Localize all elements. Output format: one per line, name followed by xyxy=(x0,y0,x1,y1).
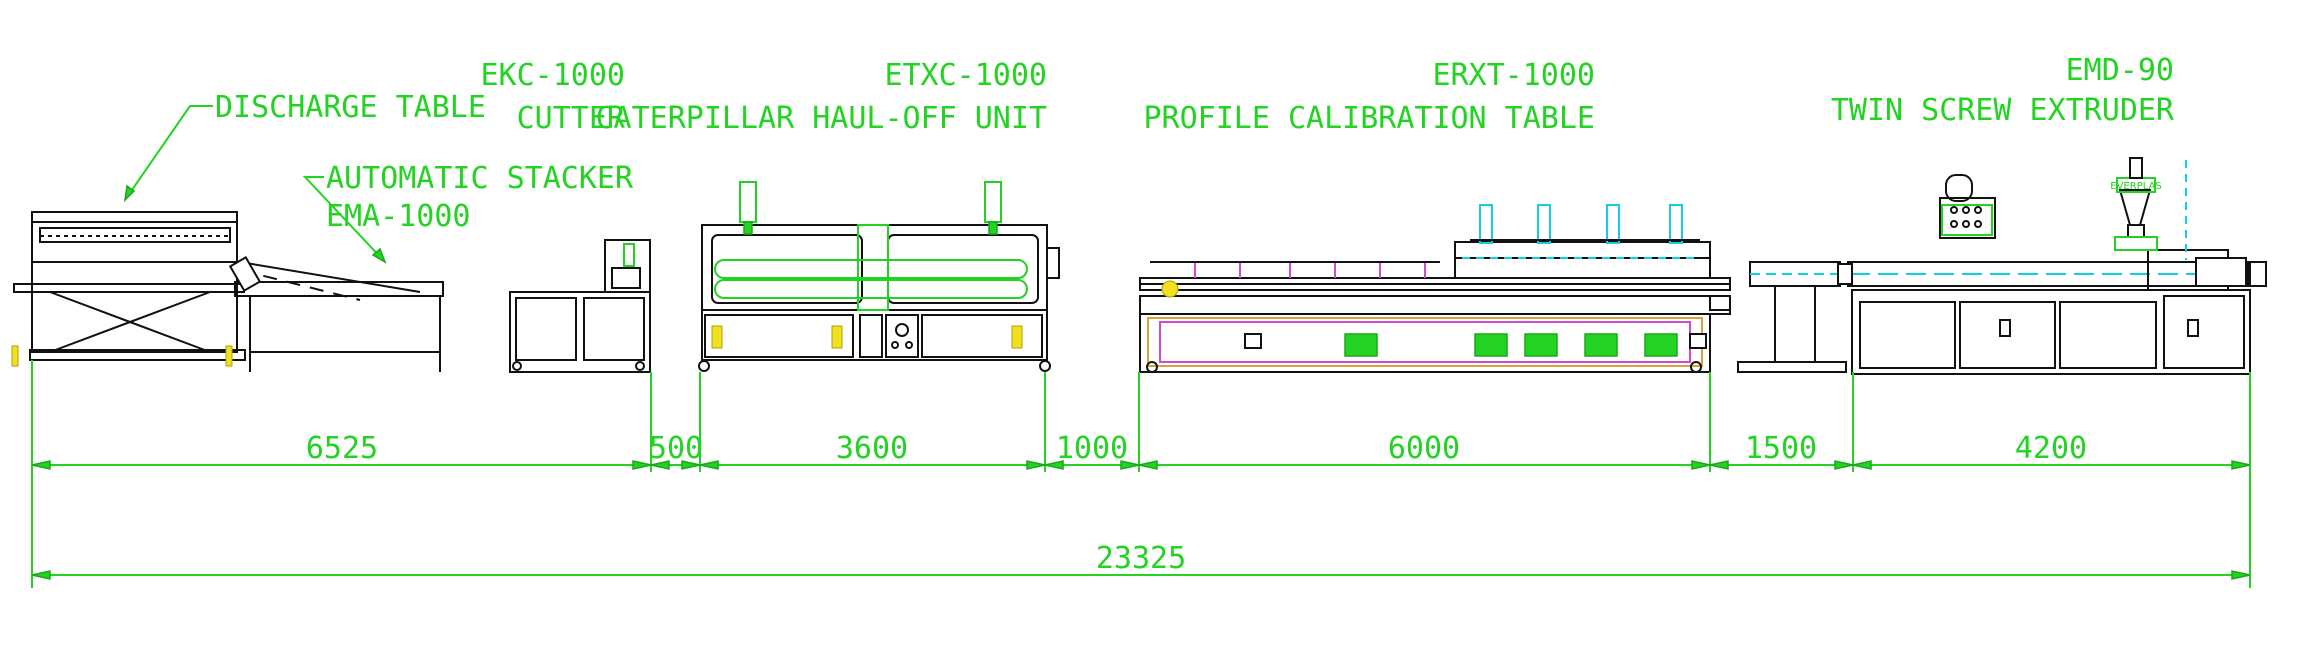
marker-post xyxy=(11,345,19,367)
haul-off-unit xyxy=(698,181,1060,372)
hopper-brand-text: EVERPLAS xyxy=(2110,181,2161,192)
extruder-die-stand xyxy=(1737,261,1847,373)
calibration-marker xyxy=(1161,280,1179,298)
total-arrow-right xyxy=(2231,570,2251,580)
cutter-body xyxy=(509,291,651,373)
discharge-table-leader xyxy=(124,105,213,201)
extruder-name-label: TWIN SCREW EXTRUDER xyxy=(1831,93,2175,128)
cutter-machine xyxy=(509,239,651,373)
discharge-table xyxy=(11,211,246,367)
haul-off-name-label: CATERPILLAR HAUL-OFF UNIT xyxy=(595,101,1047,136)
haul-off-cylinder-left xyxy=(739,181,757,223)
cutter-blade xyxy=(623,243,635,267)
cutter-name-label: CUTTER xyxy=(517,101,626,136)
dimension-chain: 6525 500 3600 1000 6000 1500 4200 23325 xyxy=(31,360,2251,588)
haul-off-lower-cabinet xyxy=(701,309,1048,361)
total-arrow-left xyxy=(31,570,51,580)
calibration-name-label: PROFILE CALIBRATION TABLE xyxy=(1143,101,1595,136)
dimension-calibration: 6000 xyxy=(1388,431,1460,466)
automatic-stacker xyxy=(225,256,444,372)
marker-post xyxy=(225,345,233,367)
tank-clamps xyxy=(1470,204,1700,244)
cutter-head xyxy=(604,239,651,293)
calibration-base xyxy=(1139,313,1711,373)
dimension-haul-off: 3600 xyxy=(836,431,908,466)
segment-ticks xyxy=(31,460,2251,470)
extension-lines xyxy=(31,360,2251,588)
stacker-model-label: EMA-1000 xyxy=(326,199,471,234)
lower-track xyxy=(714,279,1028,299)
dimension-die-stand: 1500 xyxy=(1745,431,1817,466)
dimension-total: 23325 xyxy=(1096,541,1186,576)
discharge-table-label: DISCHARGE TABLE xyxy=(215,90,486,125)
calibration-posts xyxy=(1150,261,1440,278)
extruder-base xyxy=(1851,289,2251,375)
stacker-leader-arrow xyxy=(371,247,387,264)
vacuum-pumps xyxy=(1244,333,1707,357)
dimension-cutter: 500 xyxy=(649,431,703,466)
calibration-frame-inner xyxy=(1147,317,1703,367)
cutter-model-label: EKC-1000 xyxy=(481,58,626,93)
haul-off-cylinder-right xyxy=(984,181,1002,223)
dimension-discharge-stacker: 6525 xyxy=(306,431,378,466)
dimension-gap: 1000 xyxy=(1056,431,1128,466)
stacker-leader xyxy=(302,176,386,263)
extruder-hopper xyxy=(2118,189,2152,226)
extruder-control-panel xyxy=(1939,197,1996,239)
calibration-model-label: ERXT-1000 xyxy=(1432,58,1595,93)
upper-track xyxy=(714,259,1028,279)
extruder-model-label: EMD-90 xyxy=(2066,53,2174,88)
calibration-table xyxy=(1139,204,1731,373)
haul-off-model-label: ETXC-1000 xyxy=(884,58,1047,93)
dimension-extruder: 4200 xyxy=(2015,431,2087,466)
labels: DISCHARGE TABLE AUTOMATIC STACKER EMA-10… xyxy=(123,53,2175,264)
discharge-leader-arrow xyxy=(123,184,136,203)
twin-screw-extruder: EVERPLAS xyxy=(1737,157,2267,375)
vacuum-tank xyxy=(1454,241,1711,279)
automatic-stacker-label: AUTOMATIC STACKER xyxy=(326,161,634,196)
discharge-frame xyxy=(31,211,238,353)
